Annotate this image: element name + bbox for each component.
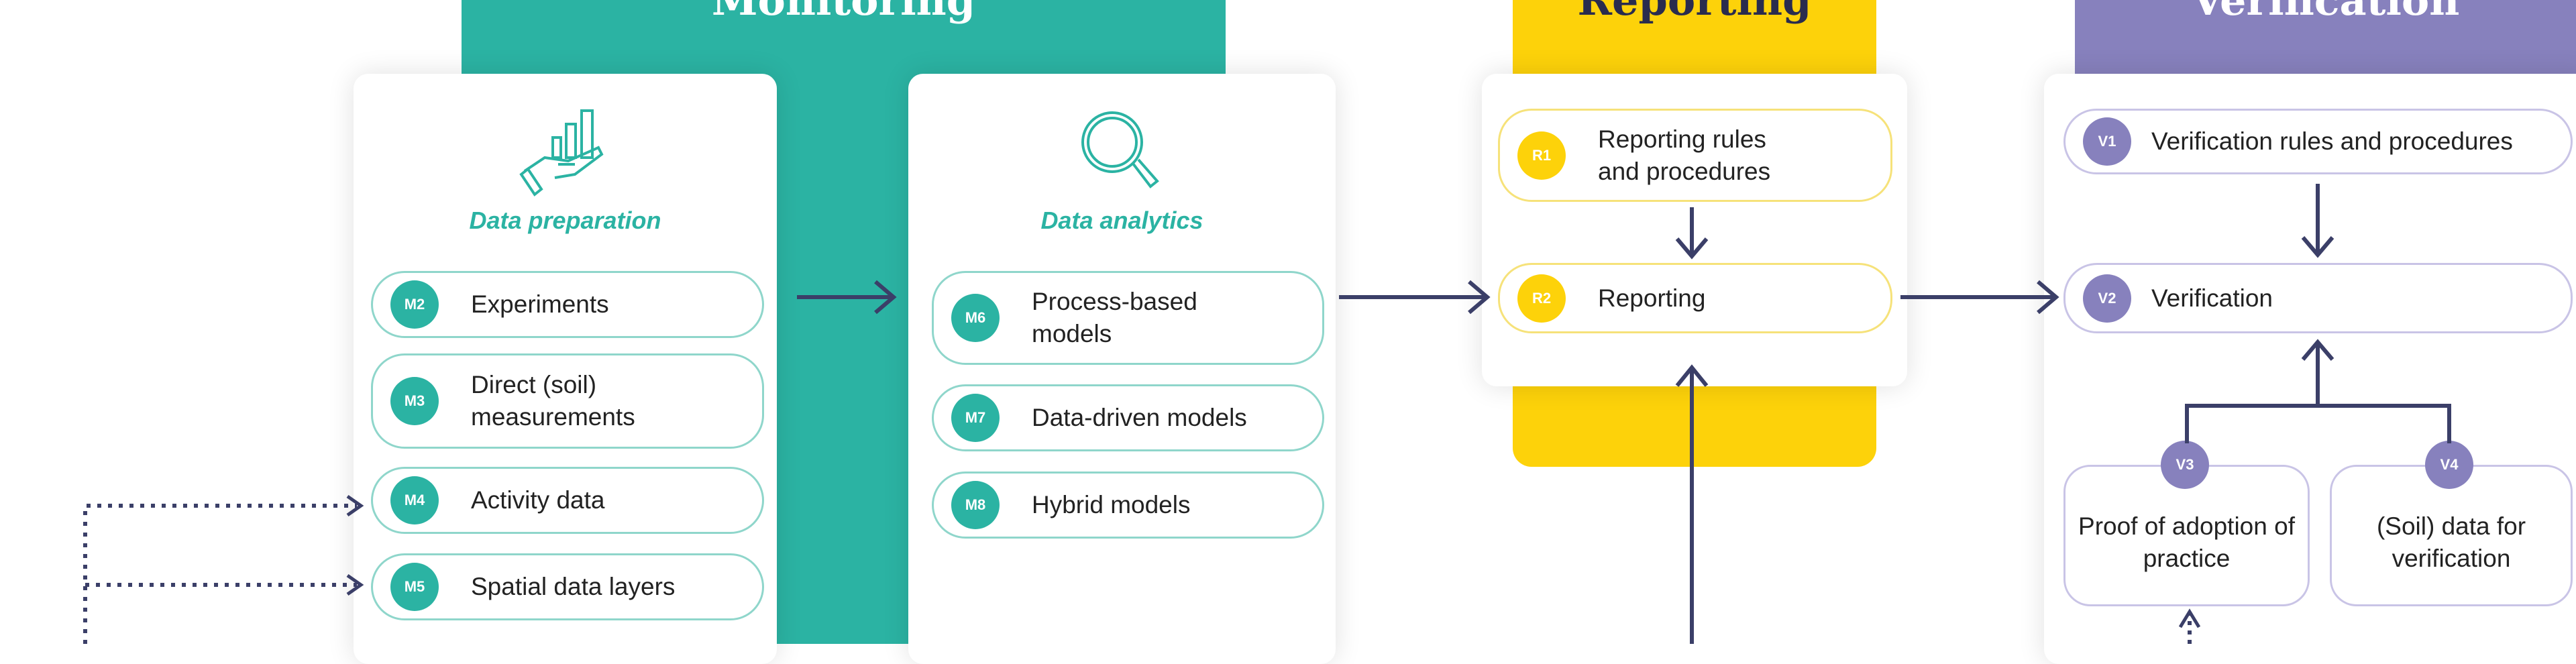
- monitoring-title: Monitoring: [711, 0, 976, 25]
- arrow-v1-to-v2: [2301, 184, 2334, 258]
- data-analytics-heading: Data analytics: [1040, 207, 1203, 234]
- item-label: Direct (soil) measurements: [471, 371, 635, 431]
- arrow-analytics-to-reporting: [1339, 280, 1491, 315]
- item-m5[interactable]: M5 Spatial data layers: [371, 553, 764, 620]
- magnifier-icon: [1081, 111, 1159, 188]
- item-m4[interactable]: M4 Activity data: [371, 467, 764, 534]
- item-m2[interactable]: M2 Experiments: [371, 271, 764, 338]
- badge-v1: V1: [2083, 117, 2131, 166]
- badge-m5: M5: [390, 563, 439, 611]
- reporting-title: Reporting: [1577, 0, 1812, 25]
- item-label: Process-based models: [1032, 288, 1197, 347]
- data-analytics-card: [908, 74, 1336, 664]
- item-label: Verification rules and procedures: [2151, 127, 2513, 155]
- badge-r1: R1: [1517, 131, 1566, 180]
- item-label: (Soil) data for verification: [2376, 512, 2526, 572]
- item-r1[interactable]: R1 Reporting rules and procedures: [1498, 109, 1892, 202]
- item-m6[interactable]: M6 Process-based models: [932, 271, 1324, 365]
- badge-m3: M3: [390, 377, 439, 425]
- item-label: Reporting: [1598, 284, 1706, 312]
- arrow-r1-to-r2: [1675, 207, 1709, 260]
- item-label: Hybrid models: [1032, 491, 1191, 518]
- item-label: Experiments: [471, 290, 609, 318]
- badge-m7: M7: [951, 394, 1000, 442]
- badge-v3: V3: [2161, 441, 2209, 489]
- item-m3[interactable]: M3 Direct (soil) measurements: [371, 353, 764, 449]
- dotted-arrowhead: [2178, 608, 2201, 628]
- verification-title: Verification: [2191, 0, 2460, 25]
- item-label: Reporting rules and procedures: [1598, 125, 1771, 185]
- badge-m2: M2: [390, 280, 439, 329]
- dotted-arrow-to-m4: [83, 504, 357, 644]
- badge-m8: M8: [951, 481, 1000, 529]
- hand-chart-icon: [519, 109, 604, 197]
- item-label: Verification: [2151, 284, 2273, 312]
- item-label: Data-driven models: [1032, 404, 1247, 431]
- badge-v4: V4: [2425, 441, 2473, 489]
- item-v2[interactable]: V2 Verification: [2063, 263, 2573, 333]
- item-label: Spatial data layers: [471, 573, 676, 600]
- arrow-v3v4-to-v2: [2185, 339, 2451, 443]
- arrow-up-to-reporting: [1675, 364, 1709, 644]
- item-label: Proof of adoption of practice: [2078, 512, 2295, 572]
- badge-m6: M6: [951, 294, 1000, 342]
- item-r2[interactable]: R2 Reporting: [1498, 263, 1892, 333]
- item-m7[interactable]: M7 Data-driven models: [932, 384, 1324, 451]
- data-preparation-heading: Data preparation: [469, 207, 661, 234]
- arrow-reporting-to-verification: [1900, 280, 2059, 315]
- item-v4[interactable]: (Soil) data for verification: [2330, 465, 2573, 606]
- badge-r2: R2: [1517, 274, 1566, 323]
- item-label: Activity data: [471, 486, 605, 514]
- badge-m4: M4: [390, 476, 439, 524]
- item-m8[interactable]: M8 Hybrid models: [932, 472, 1324, 539]
- connectors: [83, 184, 2451, 644]
- badge-v2: V2: [2083, 274, 2131, 323]
- arrow-prep-to-analytics: [797, 280, 897, 315]
- item-v1[interactable]: V1 Verification rules and procedures: [2063, 109, 2573, 174]
